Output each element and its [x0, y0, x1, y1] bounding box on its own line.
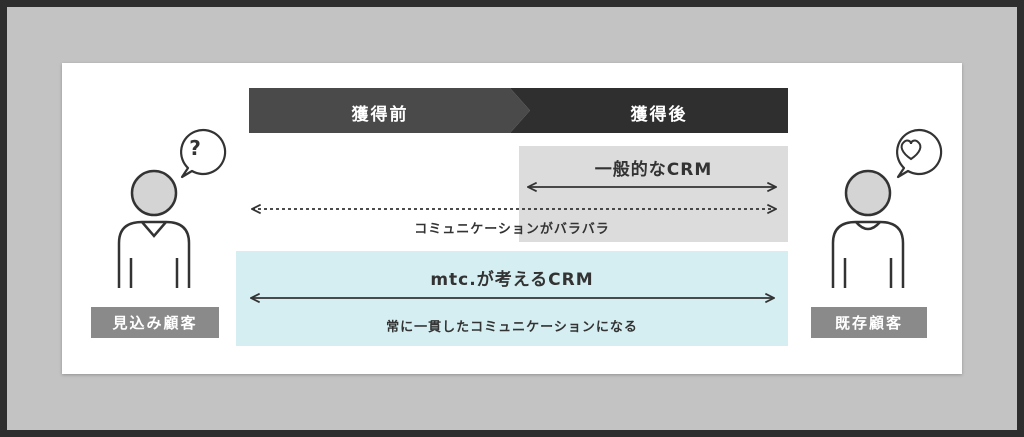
existing-person-icon — [831, 169, 905, 288]
phase-after-band — [510, 88, 788, 133]
prospect-badge: 見込み顧客 — [91, 307, 219, 338]
mtc-crm-title: mtc.が考えるCRM — [430, 270, 594, 290]
phase-before-label: 獲得前 — [351, 105, 409, 125]
phase-after-label: 獲得後 — [630, 105, 688, 125]
existing-customer-badge: 既存顧客 — [811, 307, 927, 338]
question-bubble-icon — [180, 128, 227, 179]
general-crm-zone — [519, 146, 788, 242]
heart-bubble-icon — [896, 128, 943, 179]
mtc-crm-caption: 常に一貫したコミュニケーションになる — [386, 320, 638, 335]
general-crm-caption: コミュニケーションがバラバラ — [414, 222, 610, 237]
general-crm-title: 一般的なCRM — [594, 160, 713, 180]
question-mark: ? — [189, 136, 201, 160]
prospect-person-icon — [117, 169, 191, 288]
phase-before-band — [249, 88, 530, 133]
